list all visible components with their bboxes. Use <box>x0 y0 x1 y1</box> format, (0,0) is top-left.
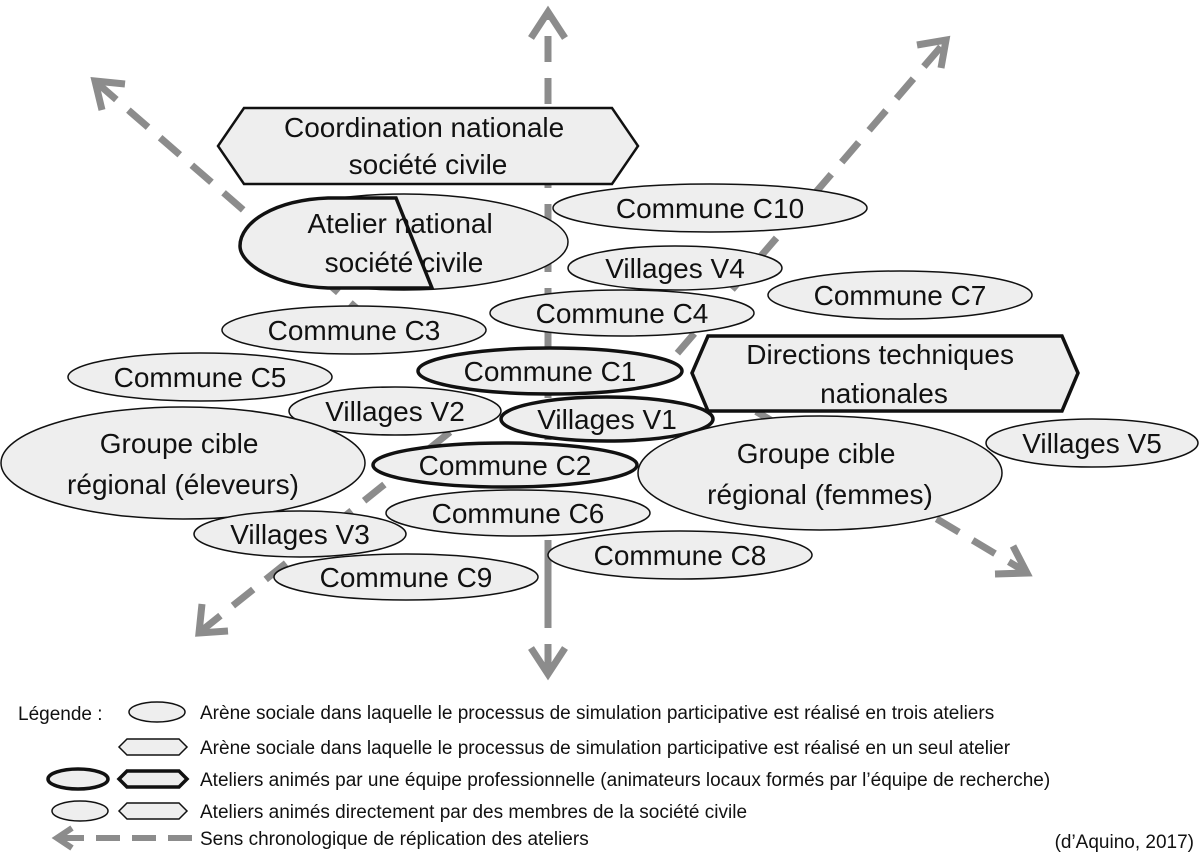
legend-item: Arène sociale dans laquelle le processus… <box>117 738 1011 759</box>
node-label: Commune C7 <box>814 280 987 311</box>
label-line: Groupe cible <box>100 428 259 459</box>
legend-item: Sens chronologique de réplication des at… <box>51 825 589 851</box>
legend-ellipse-thick-icon <box>46 767 110 791</box>
node-label: Atelier national société civile <box>307 208 500 278</box>
label-line: nationales <box>820 378 948 409</box>
legend-item-text: Arène sociale dans laquelle le processus… <box>200 738 1011 759</box>
legend-dashed-arrow-icon <box>51 825 192 851</box>
node-villages-v3: Villages V3 <box>193 510 407 558</box>
label-line: Directions techniques <box>746 339 1014 370</box>
node-commune-c9: Commune C9 <box>273 553 539 601</box>
arrow-down <box>528 560 568 681</box>
legend-item: Ateliers animés directement par des memb… <box>51 800 747 823</box>
source-citation: (d’Aquino, 2017) <box>1055 832 1194 853</box>
legend-ellipse-thin-icon <box>128 701 186 723</box>
label-line: régional (éleveurs) <box>67 469 299 500</box>
label-line: Coordination nationale <box>284 112 564 143</box>
legend-hexagon-thin-icon <box>117 802 189 820</box>
node-commune-c5: Commune C5 <box>67 352 333 402</box>
node-villages-v4: Villages V4 <box>567 245 783 291</box>
node-groupe-cible-eleveurs: Groupe cible régional (éleveurs) <box>0 406 366 520</box>
node-commune-c3: Commune C3 <box>221 305 487 355</box>
node-label: Commune C2 <box>419 450 592 481</box>
legend-item-text: Arène sociale dans laquelle le processus… <box>200 703 994 724</box>
node-label: Coordination nationale société civile <box>284 112 572 180</box>
node-commune-c10: Commune C10 <box>552 183 868 233</box>
node-commune-c1: Commune C1 <box>416 346 684 396</box>
node-label: Villages V2 <box>325 396 465 427</box>
node-villages-v5: Villages V5 <box>985 418 1199 468</box>
node-label: Commune C8 <box>594 540 767 571</box>
legend-title: Légende : <box>18 704 103 725</box>
legend-ellipse-thin-icon <box>51 800 109 822</box>
legend: Légende : Arène sociale dans laquelle le… <box>18 701 1194 853</box>
legend-item-text: Ateliers animés directement par des memb… <box>200 802 747 823</box>
node-label: Commune C6 <box>432 498 605 529</box>
node-commune-c4: Commune C4 <box>489 289 755 337</box>
node-label: Commune C9 <box>320 562 493 593</box>
legend-item: Arène sociale dans laquelle le processus… <box>128 701 994 724</box>
node-label: Villages V5 <box>1022 428 1162 459</box>
node-label: Commune C1 <box>464 356 637 387</box>
node-label: Groupe cible régional (éleveurs) <box>67 428 299 500</box>
legend-item-text: Sens chronologique de réplication des at… <box>200 829 589 850</box>
legend-item: Ateliers animés par une équipe professio… <box>46 767 1050 791</box>
node-label: Villages V1 <box>537 404 677 435</box>
legend-hexagon-thick-icon <box>116 769 190 789</box>
node-commune-c2: Commune C2 <box>371 441 639 489</box>
nodes-layer: Coordination nationale société civile At… <box>0 106 1199 601</box>
label-line: Groupe cible <box>737 438 896 469</box>
node-villages-v2: Villages V2 <box>288 386 502 436</box>
node-label: Villages V3 <box>230 519 370 550</box>
node-label: Groupe cible régional (femmes) <box>707 438 933 510</box>
node-coordination-nationale: Coordination nationale société civile <box>216 106 640 186</box>
label-line: Atelier national <box>307 208 492 239</box>
label-line: société civile <box>325 247 484 278</box>
node-villages-v1: Villages V1 <box>499 395 715 443</box>
node-label: Directions techniques nationales <box>746 339 1021 409</box>
node-groupe-cible-femmes: Groupe cible régional (femmes) <box>637 415 1003 531</box>
node-label: Commune C4 <box>536 298 709 329</box>
node-commune-c8: Commune C8 <box>547 530 813 580</box>
node-commune-c6: Commune C6 <box>385 489 651 537</box>
node-atelier-national: Atelier national société civile <box>238 193 569 291</box>
node-label: Commune C10 <box>616 193 804 224</box>
label-line: régional (femmes) <box>707 479 933 510</box>
node-directions-techniques: Directions techniques nationales <box>690 334 1080 413</box>
legend-item-text: Ateliers animés par une équipe professio… <box>200 770 1050 791</box>
node-commune-c7: Commune C7 <box>767 270 1033 320</box>
node-label: Commune C3 <box>268 315 441 346</box>
label-line: société civile <box>349 149 508 180</box>
legend-hexagon-thin-icon <box>117 738 189 756</box>
node-label: Villages V4 <box>605 253 745 284</box>
node-label: Commune C5 <box>114 362 287 393</box>
